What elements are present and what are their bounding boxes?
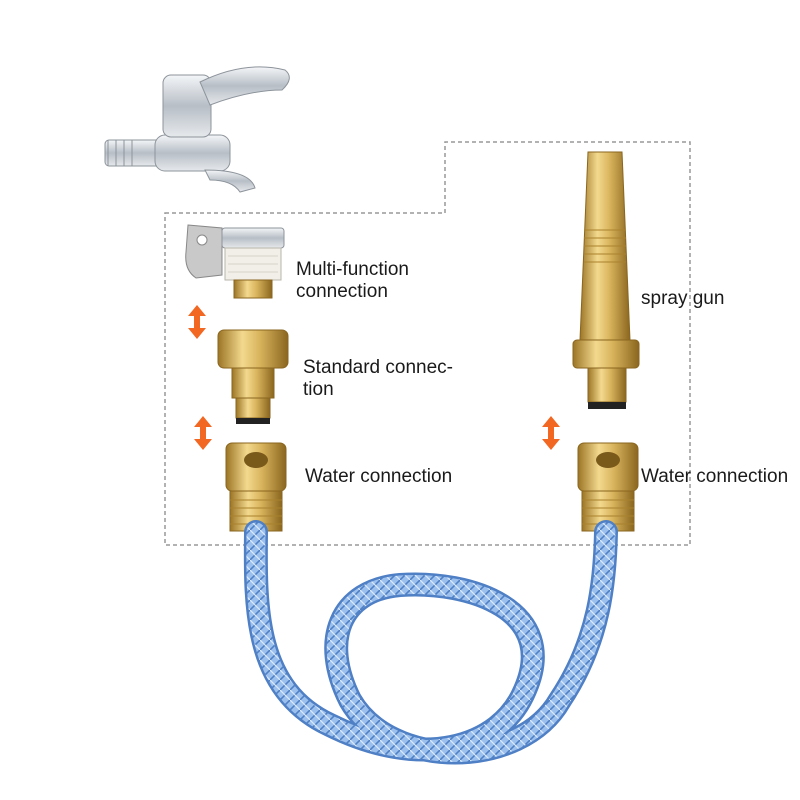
- label-multi-function-line1: Multi-function: [296, 259, 409, 280]
- spray-gun-icon: [572, 151, 640, 409]
- dashed-frame: [164, 141, 691, 546]
- faucet-icon: [104, 66, 290, 193]
- double-arrow-icon: [542, 416, 560, 450]
- water-connector-left-icon: [225, 442, 287, 532]
- label-water-connection-left: Water connection: [305, 466, 453, 487]
- water-connector-right-icon: [577, 442, 639, 532]
- standard-connector-icon: [217, 329, 289, 424]
- double-arrow-icon: [194, 416, 212, 450]
- label-standard-line1: Standard connec-: [303, 357, 453, 378]
- double-arrow-icon: [188, 305, 206, 339]
- label-spray-gun: spray gun: [641, 288, 725, 309]
- hose-icon: [243, 520, 618, 765]
- label-water-connection-right: Water connection: [641, 466, 789, 487]
- multi-function-connector-icon: [185, 224, 285, 299]
- label-standard-line2: tion: [303, 379, 334, 400]
- label-multi-function-line2: connection: [296, 281, 388, 302]
